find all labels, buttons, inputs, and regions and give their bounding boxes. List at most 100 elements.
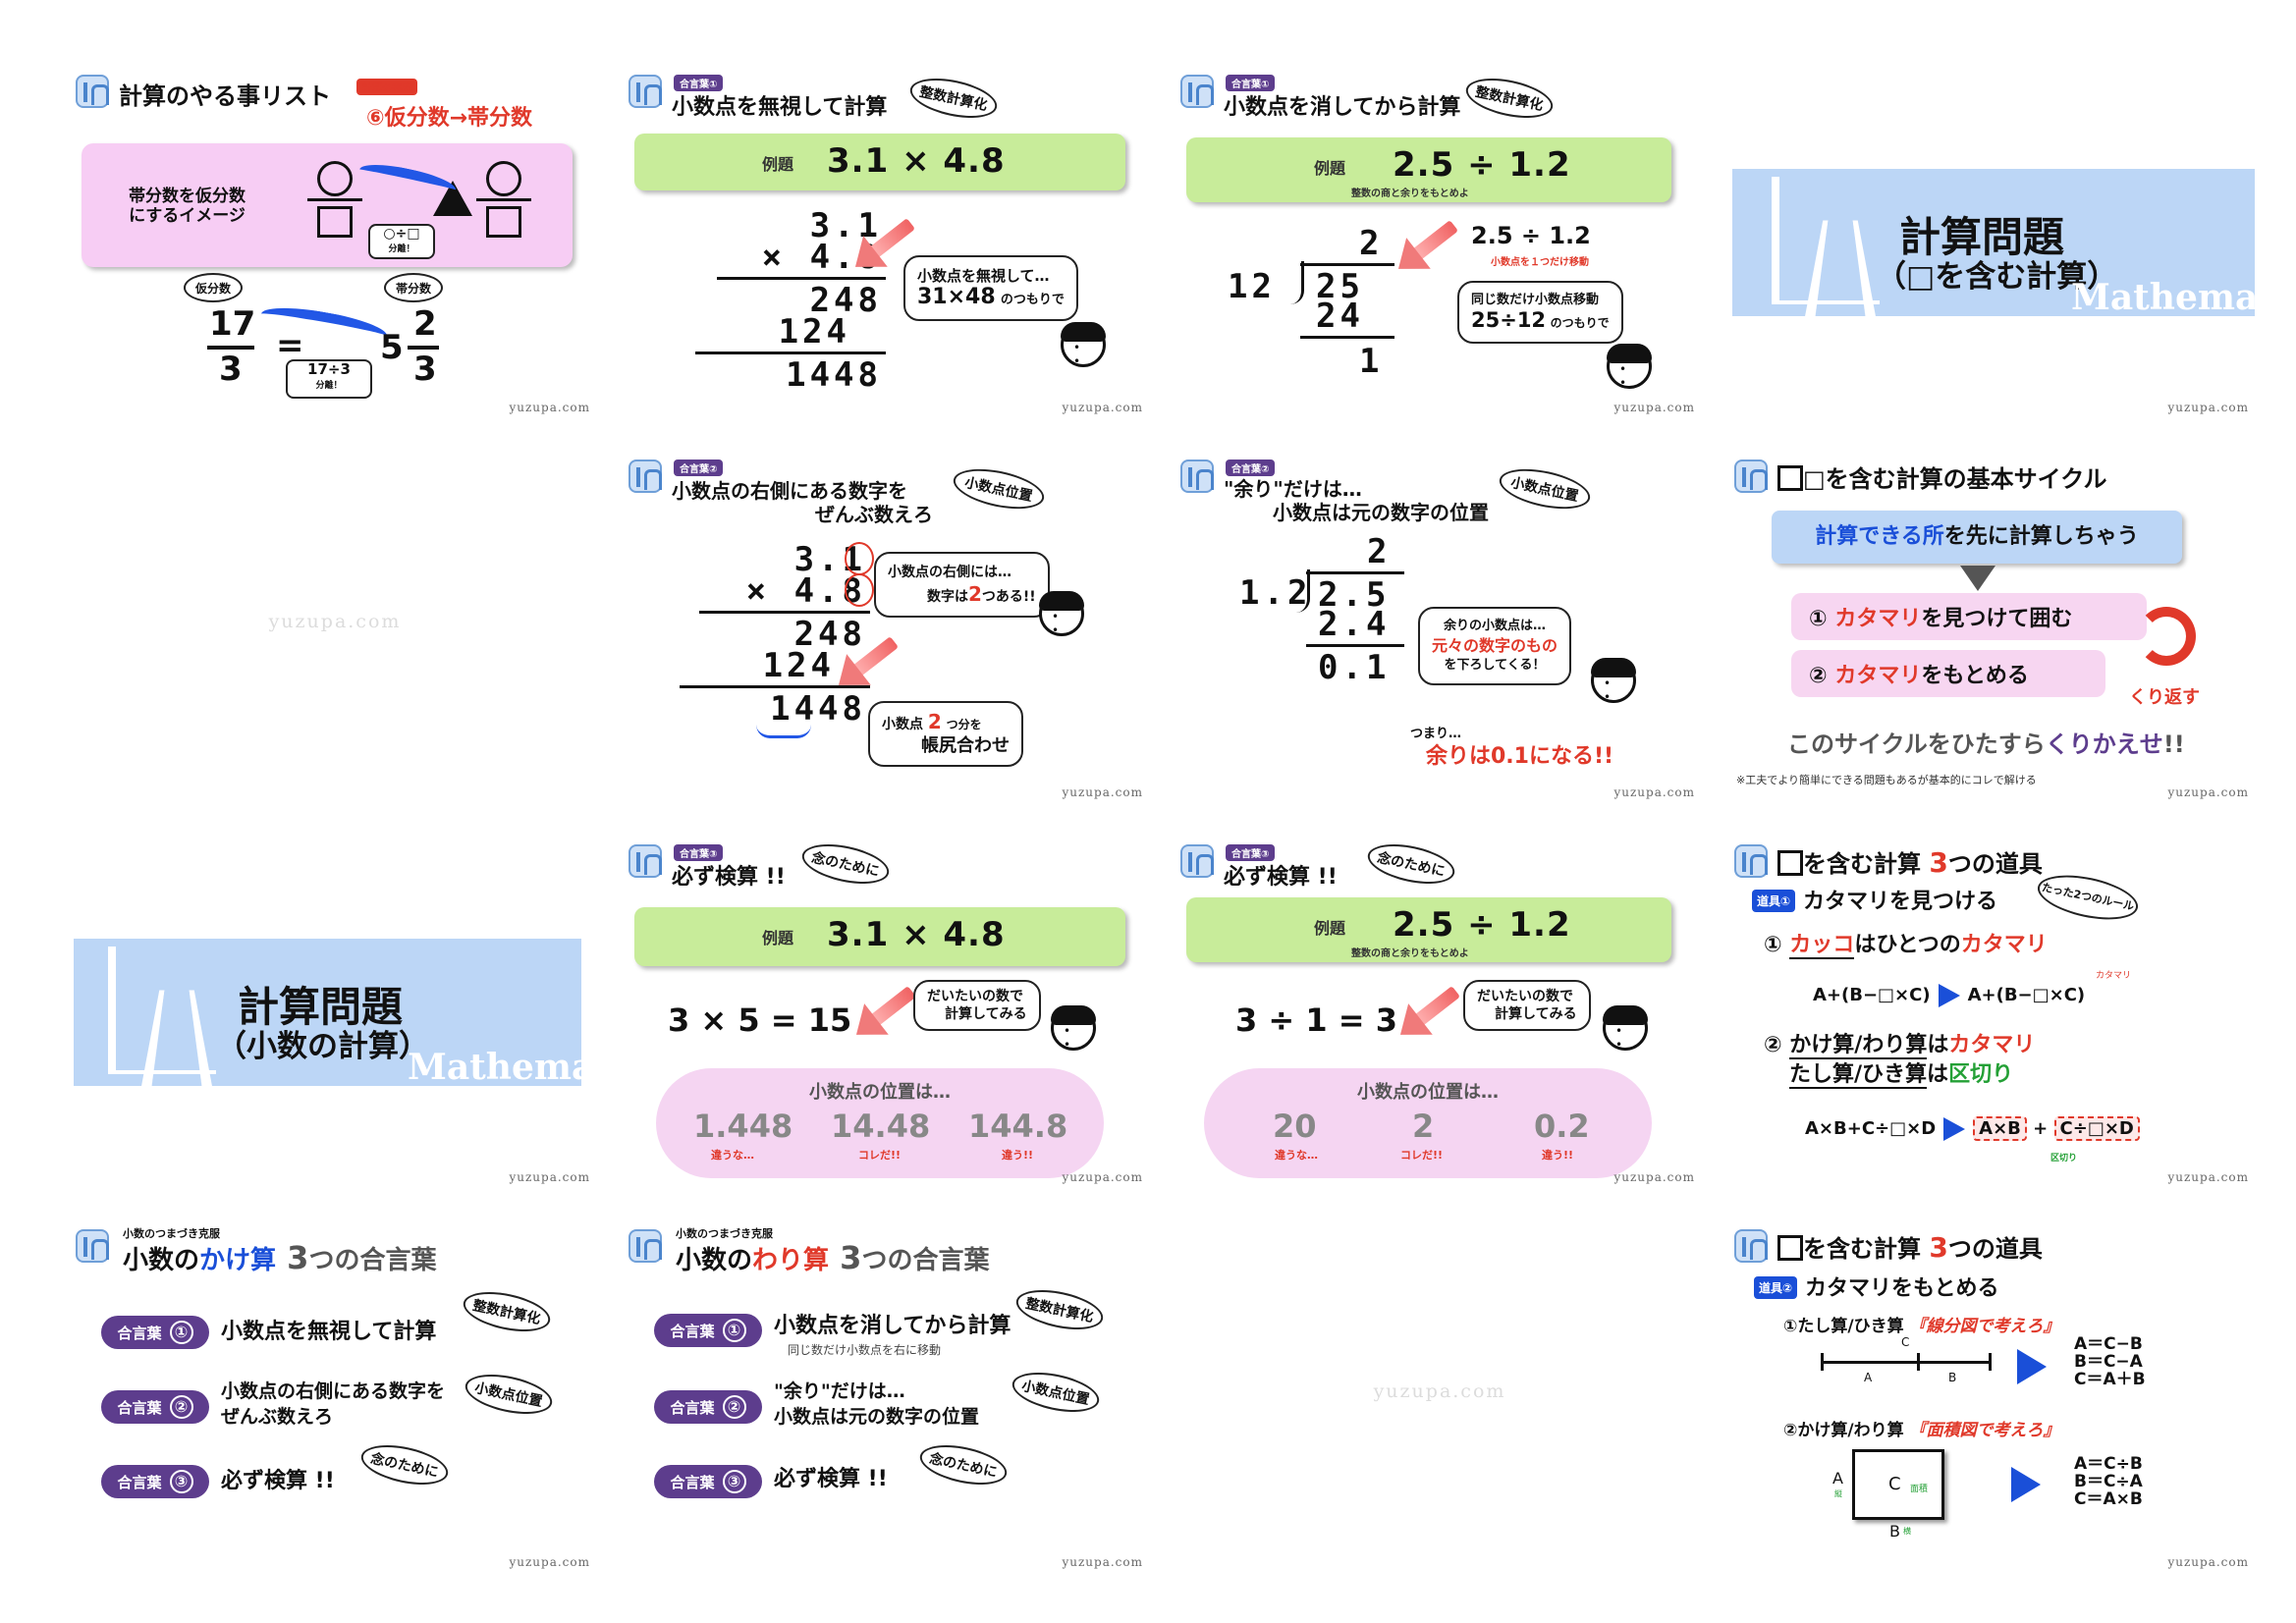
slide-check-divide: 合言葉③ 必ず検算 !! 念のために 例題 2.5 ÷ 1.2 整数の商と余りを… — [1178, 829, 1701, 1192]
tag-bubble: 整数計算化 — [1462, 72, 1557, 125]
image-box: 帯分数を仮分数にするイメージ ○÷□分離！ — [82, 143, 573, 267]
tool-badge: 道具① — [1752, 890, 1796, 912]
fraction-denominator: 3 — [219, 350, 243, 389]
logo-icon — [76, 1229, 109, 1263]
remainder: 1 — [1359, 342, 1384, 381]
cover-title: 計算問題 — [1899, 213, 2065, 261]
candidate-note-2: コレだ!! — [1400, 1149, 1444, 1162]
cover-title: 計算問題 — [238, 983, 404, 1031]
logo-icon — [1734, 460, 1768, 493]
boy-face-icon — [1061, 322, 1106, 368]
badge: 合言葉③ — [674, 844, 724, 861]
box-icon — [1777, 1235, 1803, 1261]
summary-row-1-sub: 同じ数だけ小数点を右に移動 — [788, 1343, 942, 1357]
tag-bubble: たった2つのルール — [2033, 867, 2143, 928]
tool-badge: 道具② — [1754, 1276, 1798, 1299]
footer-site: yuzupa.com — [1613, 1170, 1695, 1184]
summary-row-3: 必ず検算 !! — [221, 1469, 335, 1493]
slide-title: 必ず検算 !! — [672, 865, 786, 890]
example-box: 例題 3.1 × 4.8 — [634, 907, 1125, 966]
mixed-numerator: 2 — [413, 304, 437, 344]
division-bracket — [1290, 261, 1304, 304]
slide-ignore-decimal: 合言葉① 小数点を無視して計算 整数計算化 例題 3.1 × 4.8 3.1 ×… — [627, 59, 1149, 422]
footer-site: yuzupa.com — [509, 1170, 590, 1184]
triangle-icon — [433, 181, 472, 216]
compass-ruler-icon — [1772, 177, 1880, 304]
area-label-c: C — [1888, 1474, 1901, 1494]
summary-title: 小数のわり算 3つの合言葉 — [676, 1239, 990, 1276]
tag-bubble: 小数点位置 — [462, 1368, 556, 1421]
fraction-bar — [207, 346, 254, 350]
subtitle: ⑥仮分数→帯分数 — [366, 106, 533, 131]
square-icon — [317, 206, 353, 238]
example-label: 例題 — [1314, 919, 1346, 938]
slide-blank: yuzupa.com — [1178, 1214, 1701, 1577]
product: 2.4 — [1318, 605, 1391, 644]
highlight-circle — [845, 573, 874, 607]
product: 24 — [1316, 297, 1364, 336]
rule-1: ① カッコはひとつのカタマリ — [1764, 933, 2048, 959]
logo-icon — [1180, 460, 1214, 493]
candidate-1: 1.448 — [693, 1108, 793, 1145]
boy-face-icon — [1051, 1005, 1096, 1052]
calc-line-4: 124 — [762, 646, 835, 685]
boy-face-icon — [1607, 344, 1652, 390]
tag-bubble: 整数計算化 — [460, 1285, 554, 1338]
slide-cover-box-calc: 計算問題 （□を含む計算） Mathemat yuzupa.com — [1732, 59, 2255, 422]
slide-title: 計算のやる事リスト — [119, 82, 331, 110]
tag-bubble: 整数計算化 — [1012, 1283, 1107, 1336]
footer-site: yuzupa.com — [1613, 401, 1695, 414]
slide-blank: yuzupa.com — [74, 444, 596, 807]
logo-icon — [1734, 844, 1768, 878]
compass-ruler-icon — [108, 947, 216, 1074]
slide-tool-2: を含む計算 3つの道具 道具② カタマリをもとめる ①たし算/ひき算 『線分図で… — [1732, 1214, 2255, 1577]
segment-label-a: A — [1864, 1371, 1873, 1384]
footer-site: yuzupa.com — [2167, 785, 2249, 799]
candidate-1: 20 — [1273, 1108, 1317, 1145]
rule-2: ② かけ算/わり算はカタマリ たし算/ひき算は区切り — [1764, 1033, 2036, 1089]
summary-row-3: 必ず検算 !! — [774, 1467, 888, 1491]
calc-line-5: 1448 — [770, 689, 866, 729]
footer-site: yuzupa.com — [1613, 785, 1695, 799]
candidate-2: 14.48 — [831, 1108, 931, 1145]
segment-label-b: B — [1948, 1371, 1957, 1384]
cloud-box: 小数点の位置は… 20 2 0.2 違うな… コレだ!! 違う!! — [1204, 1068, 1652, 1178]
example-box: 例題 2.5 ÷ 1.2 整数の商と余りをもとめよ — [1186, 897, 1671, 962]
candidate-note-1: 違うな… — [1275, 1149, 1318, 1162]
tag-bubble: 小数点位置 — [1496, 461, 1594, 516]
footer-site: yuzupa.com — [509, 1555, 590, 1569]
candidate-3: 144.8 — [968, 1108, 1068, 1145]
summary-small: 小数のつまづき克服 — [676, 1227, 773, 1240]
example-label: 例題 — [762, 155, 794, 174]
shift-arrows-icon — [756, 725, 811, 738]
slide-remove-decimal: 合言葉① 小数点を消してから計算 整数計算化 例題 2.5 ÷ 1.2 整数の商… — [1178, 59, 1701, 422]
logo-icon — [1734, 1229, 1768, 1263]
cover-watermark: Mathemat — [408, 1047, 596, 1088]
footer-site: yuzupa.com — [2167, 401, 2249, 414]
cloud-title: 小数点の位置は… — [1357, 1082, 1499, 1103]
segment-line — [1821, 1361, 1992, 1364]
summary-row-2: "余り"だけは…小数点は元の数字の位置 — [774, 1380, 980, 1428]
summary-title: 小数のかけ算 3つの合言葉 — [123, 1239, 437, 1276]
repeat-label: くり返す — [2129, 687, 2200, 708]
mixed-denominator: 3 — [413, 350, 437, 389]
slide-basic-cycle: □を含む計算の基本サイクル 計算できる所を先に計算しちゃう ① カタマリを見つけ… — [1732, 444, 2255, 807]
slide-title: 必ず検算 !! — [1224, 865, 1338, 890]
side-expression: 2.5 ÷ 1.2 — [1471, 222, 1591, 249]
footer-site: yuzupa.com — [2167, 1170, 2249, 1184]
cover-banner: 計算問題 （小数の計算） Mathemat — [74, 939, 596, 1088]
logo-icon — [629, 844, 662, 878]
arrow-icon — [356, 158, 459, 201]
logo-icon — [1180, 844, 1214, 878]
cover-watermark: Mathemat — [2071, 277, 2255, 318]
cycle-note: ※工夫でより簡単にできる問題もあるが基本的にコレで解ける — [1736, 774, 2037, 786]
tag-bubble: 整数計算化 — [906, 72, 1001, 125]
segment-tick — [1989, 1353, 1992, 1371]
